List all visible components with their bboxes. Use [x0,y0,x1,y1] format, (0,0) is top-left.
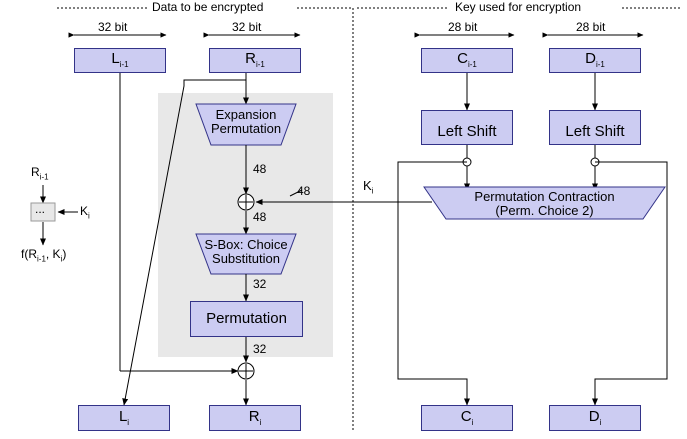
box-l-next: Li [78,405,170,431]
permutation-label: Permutation [206,309,287,327]
left-shift-2-label: Left Shift [565,122,625,140]
expansion-permutation-label: Expansion Permutation [210,107,282,137]
box-d-next-label: Di [588,407,602,427]
box-left-shift-2: Left Shift [549,110,641,145]
wire-label-32-b: 32 [253,342,267,356]
wire-label-48-a: 48 [253,162,267,176]
wire-label-48-c: 48 [297,184,311,198]
box-d-next: Di [549,405,641,431]
box-l-prev-label: Li-1 [111,50,129,70]
header-title-left: Data to be encrypted [152,0,264,14]
box-r-prev-label: Ri-1 [245,50,265,70]
box-c-next: Ci [421,405,513,431]
legend-dots-label: ... [35,202,46,216]
box-c-next-label: Ci [460,407,474,427]
box-r-next-label: Ri [248,407,262,427]
bitwidth-left-key: 28 bit [448,20,478,34]
legend-output-label: f(Ri-1, Ki) [21,247,67,264]
legend-input-label: Ri-1 [31,165,49,182]
box-permutation: Permutation [190,301,303,337]
wire-label-ki: Ki [363,178,374,196]
sbox-substitution-label: S-Box: Choice Substitution [204,237,288,267]
legend-key-label: Ki [80,204,90,221]
box-d-prev: Di-1 [549,48,641,73]
left-shift-1-label: Left Shift [437,122,497,140]
bitwidth-right-data: 32 bit [232,20,262,34]
box-l-next-label: Li [118,407,130,427]
box-r-next: Ri [209,405,301,431]
wire-label-48-b: 48 [253,210,267,224]
bitwidth-left-data: 32 bit [98,20,128,34]
box-left-shift-1: Left Shift [421,110,513,145]
box-r-prev: Ri-1 [209,48,301,73]
header-title-right: Key used for encryption [455,0,582,14]
box-d-prev-label: Di-1 [585,50,605,70]
box-c-prev-label: Ci-1 [457,50,477,70]
wire-label-32-a: 32 [253,277,267,291]
permutation-contraction-label: Permutation Contraction (Perm. Choice 2) [474,189,615,219]
bitwidth-right-key: 28 bit [576,20,606,34]
box-c-prev: Ci-1 [421,48,513,73]
box-l-prev: Li-1 [74,48,166,73]
